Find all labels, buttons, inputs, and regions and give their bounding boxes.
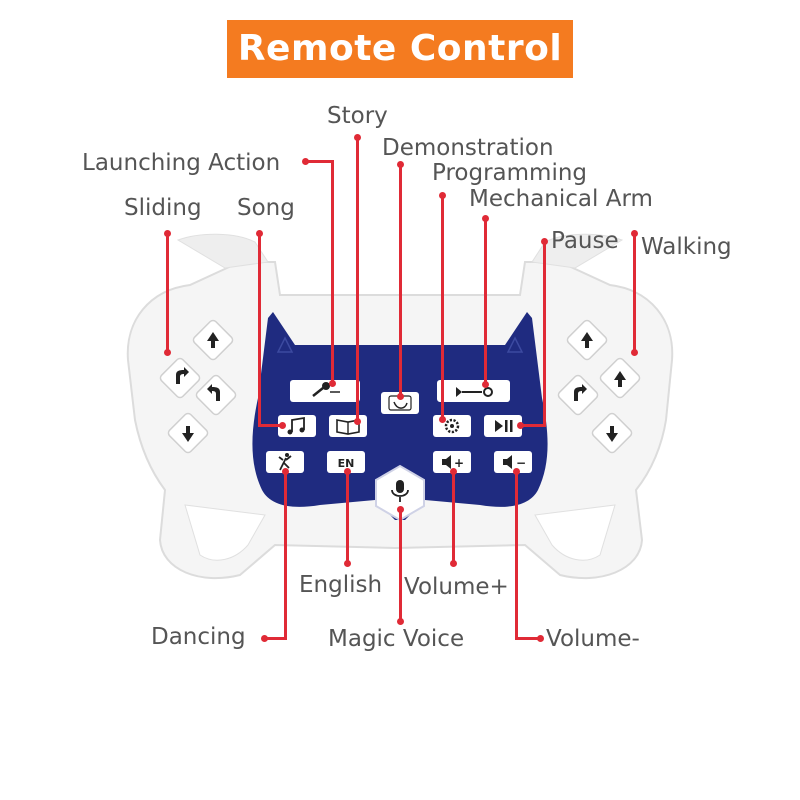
speaker-icon	[442, 455, 451, 469]
volume-up-button-text: +	[454, 456, 464, 470]
leader-dot	[631, 230, 638, 237]
leader-line	[166, 234, 169, 352]
pause-button[interactable]	[484, 415, 522, 437]
leader-dot	[513, 468, 520, 475]
label-launching-action: Launching Action	[82, 150, 281, 176]
microphone-icon	[391, 480, 409, 502]
walking-arrow-pad	[557, 319, 641, 454]
play-pause-icon	[495, 420, 513, 432]
leader-dot	[517, 422, 524, 429]
leader-dot	[329, 380, 336, 387]
label-programming: Programming	[432, 160, 588, 186]
leader-dot	[450, 560, 457, 567]
leader-line	[452, 472, 455, 564]
arrow-down-icon[interactable]	[167, 412, 209, 454]
leader-line	[515, 472, 518, 640]
volume-down-button[interactable]: −	[494, 451, 532, 473]
volume-down-button-text: −	[516, 456, 526, 470]
microphone-key-icon	[312, 382, 340, 397]
english-button-text: EN	[338, 457, 355, 470]
leader-line	[305, 160, 334, 163]
song-button[interactable]	[278, 415, 316, 437]
leader-dot	[261, 635, 268, 642]
arrow-up-icon[interactable]	[566, 319, 608, 361]
dancer-icon	[278, 453, 292, 471]
demonstration-button[interactable]	[381, 392, 419, 414]
leader-dot	[344, 560, 351, 567]
label-dancing: Dancing	[151, 624, 246, 650]
leader-line	[543, 240, 546, 426]
key-icon	[456, 387, 493, 397]
leader-dot	[482, 215, 489, 222]
leader-dot	[439, 192, 446, 199]
leader-line	[264, 637, 287, 640]
leader-dot	[631, 349, 638, 356]
leader-dot	[439, 416, 446, 423]
arrow-down-icon[interactable]	[591, 412, 633, 454]
leader-line	[633, 234, 636, 352]
programming-button[interactable]	[437, 380, 510, 402]
leader-dot	[282, 468, 289, 475]
book-icon	[336, 419, 360, 435]
leader-dot	[164, 349, 171, 356]
leader-dot	[354, 134, 361, 141]
leader-dot	[397, 393, 404, 400]
leader-line	[399, 510, 402, 622]
sliding-arrow-pad	[159, 319, 237, 454]
leader-dot	[164, 230, 171, 237]
leader-line	[399, 165, 402, 397]
control-panel	[252, 312, 548, 520]
page-title: Remote Control	[227, 20, 573, 78]
leader-line	[484, 219, 487, 385]
leader-dot	[482, 381, 489, 388]
leader-dot	[397, 161, 404, 168]
leader-line	[258, 424, 282, 427]
story-button[interactable]	[329, 415, 367, 437]
arrow-turn-right-icon[interactable]	[195, 374, 237, 416]
leader-dot	[256, 230, 263, 237]
leader-line	[346, 472, 349, 564]
speaker-icon	[503, 455, 512, 469]
label-volume-up: Volume+	[404, 574, 509, 600]
music-note-icon	[287, 416, 305, 435]
label-english: English	[299, 572, 383, 598]
leader-dot	[397, 506, 404, 513]
leader-dot	[354, 418, 361, 425]
leader-dot	[450, 468, 457, 475]
arrow-up-icon[interactable]	[192, 319, 234, 361]
leader-line	[441, 196, 444, 420]
arrow-turn-left-icon[interactable]	[159, 357, 201, 399]
label-song: Song	[237, 195, 295, 221]
arrow-turn-right-icon[interactable]	[599, 357, 641, 399]
arrow-turn-left-icon[interactable]	[557, 374, 599, 416]
label-story: Story	[327, 103, 388, 129]
leader-line	[331, 160, 334, 384]
leader-dot	[344, 468, 351, 475]
leader-dot	[397, 618, 404, 625]
leader-dot	[279, 422, 286, 429]
label-sliding: Sliding	[124, 195, 202, 221]
label-demonstration: Demonstration	[382, 135, 554, 161]
english-button[interactable]: EN	[327, 451, 365, 473]
leader-line	[520, 424, 546, 427]
launching-action-button[interactable]	[290, 380, 360, 402]
dancing-button[interactable]	[266, 451, 304, 473]
gear-icon	[444, 418, 460, 434]
leader-dot	[537, 635, 544, 642]
volume-up-button[interactable]: +	[433, 451, 471, 473]
label-mechanical-arm: Mechanical Arm	[469, 186, 653, 212]
leader-line	[284, 472, 287, 640]
leader-line	[515, 637, 540, 640]
label-magic-voice: Magic Voice	[328, 626, 465, 652]
label-volume-down: Volume-	[546, 626, 640, 652]
leader-line	[258, 234, 261, 426]
label-walking: Walking	[641, 234, 732, 260]
leader-line	[356, 138, 359, 422]
label-pause: Pause	[551, 228, 619, 254]
